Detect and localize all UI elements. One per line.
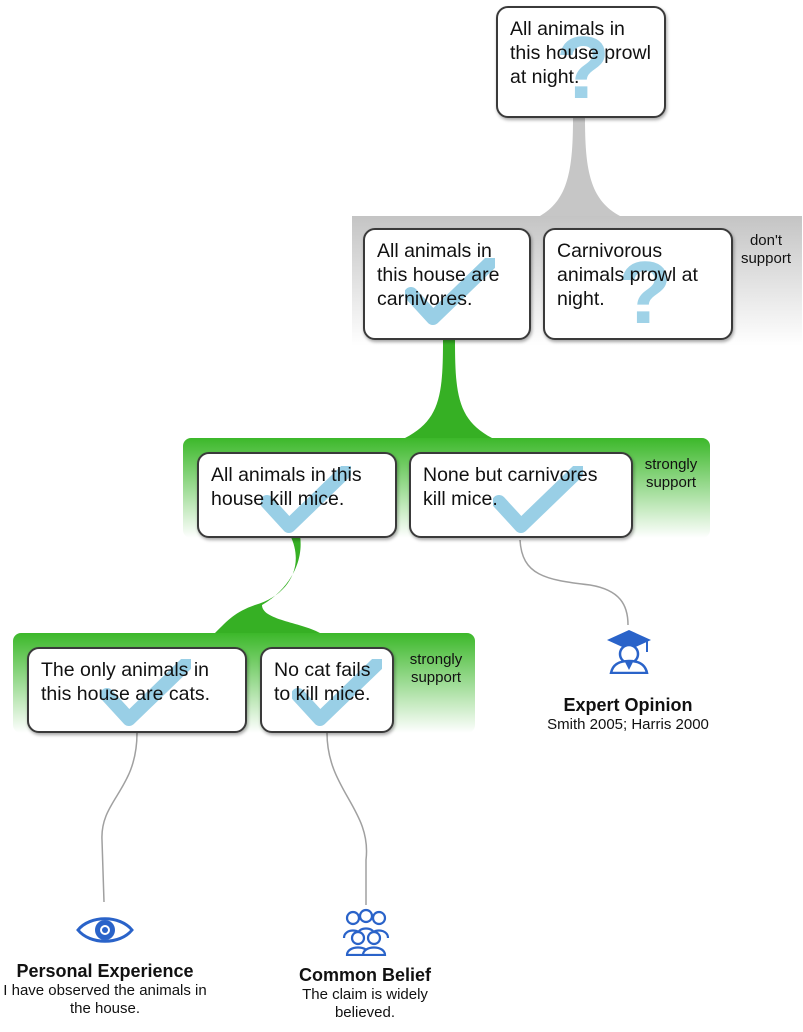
premise-carnivores-text: All animals in this house are carnivores… bbox=[377, 240, 500, 310]
common-belief-source[interactable]: Common Belief The claim is widely believ… bbox=[270, 964, 460, 1022]
expert-opinion-title: Expert Opinion bbox=[563, 695, 693, 715]
group1-relation-label: don't support bbox=[740, 232, 792, 267]
connector-common-belief bbox=[326, 732, 368, 905]
connector-group2-group3 bbox=[215, 535, 320, 633]
premise-carnivores-prowl-text: Carnivorous animals prowl at night. bbox=[557, 240, 698, 310]
group3-relation-label: strongly support bbox=[409, 651, 463, 686]
group-people-icon[interactable] bbox=[341, 908, 391, 956]
connector-personal-experience bbox=[101, 732, 138, 903]
personal-experience-title: Personal Experience bbox=[16, 961, 194, 981]
group2-relation-label: strongly support bbox=[644, 456, 698, 491]
premise-kill-mice-text: All animals in this house kill mice. bbox=[211, 464, 362, 510]
premise-no-cat-fails[interactable]: No cat fails to kill mice. bbox=[260, 647, 394, 733]
premise-only-cats-text: The only animals in this house are cats. bbox=[41, 659, 211, 705]
personal-experience-source[interactable]: Personal Experience I have observed the … bbox=[0, 960, 210, 1018]
connector-expert-opinion bbox=[519, 539, 629, 626]
premise-none-but-carnivores[interactable]: None but carnivores kill mice. bbox=[409, 452, 633, 538]
premise-only-cats[interactable]: The only animals in this house are cats. bbox=[27, 647, 247, 733]
premise-carnivores[interactable]: All animals in this house are carnivores… bbox=[363, 228, 531, 340]
graduate-cap-icon[interactable] bbox=[605, 628, 653, 674]
eye-icon[interactable] bbox=[75, 910, 135, 950]
expert-opinion-source[interactable]: Expert Opinion Smith 2005; Harris 2000 bbox=[510, 694, 746, 734]
root-claim-box[interactable]: ? All animals in this house prowl at nig… bbox=[496, 6, 666, 118]
common-belief-title: Common Belief bbox=[298, 965, 431, 985]
root-claim-text: All animals in this house prowl at night… bbox=[510, 18, 651, 88]
premise-no-cat-fails-text: No cat fails to kill mice. bbox=[274, 659, 371, 705]
connector-group1-group2 bbox=[405, 340, 492, 438]
connector-root-group1 bbox=[540, 118, 620, 216]
premise-carnivores-prowl[interactable]: ? Carnivorous animals prowl at night. bbox=[543, 228, 733, 340]
expert-opinion-desc: Smith 2005; Harris 2000 bbox=[547, 716, 709, 733]
premise-kill-mice[interactable]: All animals in this house kill mice. bbox=[197, 452, 397, 538]
common-belief-desc: The claim is widely believed. bbox=[302, 986, 428, 1021]
premise-none-but-carnivores-text: None but carnivores kill mice. bbox=[423, 464, 598, 510]
personal-experience-desc: I have observed the animals in the house… bbox=[3, 982, 207, 1017]
